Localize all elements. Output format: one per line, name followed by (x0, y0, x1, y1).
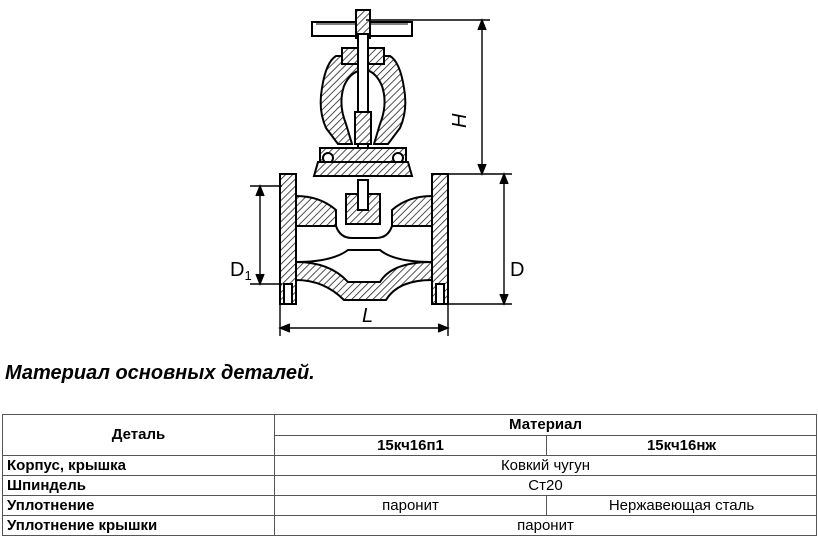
section-title: Материал основных деталей. (5, 362, 315, 384)
header-part: Деталь (2, 414, 275, 456)
header-material: Материал (274, 414, 817, 436)
row-material-variant-1: паронит (274, 495, 547, 516)
header-variant-2: 15кч16нж (546, 435, 817, 456)
table-variant-row: 15кч16п1 15кч16нж (3, 435, 817, 456)
table-header-row: Деталь Материал (2, 414, 817, 456)
header-variant-1: 15кч16п1 (274, 435, 547, 456)
dimension-lines (250, 18, 512, 336)
handwheel (311, 9, 413, 39)
dimension-label-l: L (362, 305, 373, 327)
dimension-label-d1: D1 (230, 259, 252, 283)
valve-drawing: H D1 D L (230, 9, 524, 336)
table-row: Уплотнение крышки паронит (2, 515, 817, 536)
table-row: Уплотнение паронит Нержавеющая сталь (2, 495, 817, 516)
bonnet (312, 33, 414, 177)
row-part: Корпус, крышка (2, 455, 275, 476)
table-row: Корпус, крышка Ковкий чугун (2, 455, 817, 476)
materials-table: Деталь Материал 15кч16п1 15кч16нж Корпус… (2, 414, 817, 536)
row-part: Уплотнение (2, 495, 275, 516)
row-material-variant-2: Нержавеющая сталь (546, 495, 817, 516)
dimension-label-d: D (510, 259, 524, 281)
row-material: Ст20 (274, 475, 817, 496)
valve-body (279, 173, 449, 305)
dimension-label-h: H (449, 113, 471, 128)
row-part: Уплотнение крышки (2, 515, 275, 536)
row-material: паронит (274, 515, 817, 536)
row-part: Шпиндель (2, 475, 275, 496)
row-material: Ковкий чугун (274, 455, 817, 476)
table-row: Шпиндель Ст20 (2, 475, 817, 496)
